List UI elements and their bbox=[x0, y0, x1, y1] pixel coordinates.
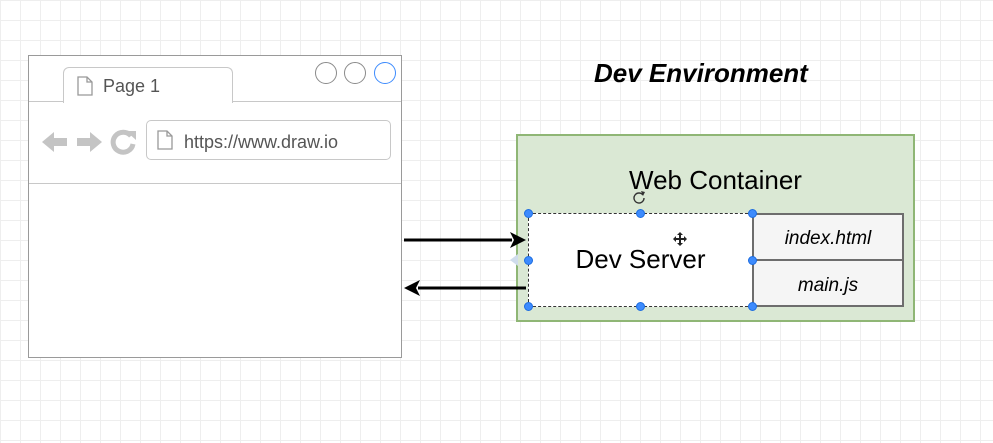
move-cursor-icon bbox=[673, 232, 687, 246]
url-bar[interactable] bbox=[146, 120, 391, 160]
file-main-js[interactable] bbox=[752, 259, 904, 307]
resize-handle-s[interactable] bbox=[636, 302, 645, 311]
resize-handle-se[interactable] bbox=[748, 302, 757, 311]
browser-divider bbox=[29, 183, 401, 184]
window-close-button[interactable] bbox=[374, 62, 396, 84]
document-icon bbox=[77, 76, 93, 96]
resize-handle-w[interactable] bbox=[524, 256, 533, 265]
resize-handle-n[interactable] bbox=[636, 209, 645, 218]
reload-icon[interactable] bbox=[109, 127, 139, 157]
arrow-browser-to-server bbox=[404, 232, 526, 248]
dev-server-label: Dev Server bbox=[575, 244, 706, 274]
file-label-main-js: main.js bbox=[797, 275, 859, 296]
web-container-label: Web Container bbox=[629, 165, 802, 195]
forward-arrow-icon[interactable] bbox=[74, 127, 104, 157]
connect-hint-icon[interactable] bbox=[508, 253, 520, 267]
rotate-handle-icon[interactable] bbox=[632, 190, 646, 204]
connection-arrows bbox=[404, 232, 526, 296]
diagram-title[interactable]: Dev Environment bbox=[594, 58, 808, 88]
browser-window[interactable] bbox=[28, 55, 402, 358]
url-text: https://www.draw.io bbox=[184, 132, 339, 152]
dev-server-box[interactable] bbox=[528, 213, 753, 307]
back-arrow-icon[interactable] bbox=[40, 127, 70, 157]
resize-handle-sw[interactable] bbox=[524, 302, 533, 311]
window-maximize-button[interactable] bbox=[344, 62, 366, 84]
window-minimize-button[interactable] bbox=[315, 62, 337, 84]
file-label-index-html: index.html bbox=[784, 228, 872, 249]
resize-handle-ne[interactable] bbox=[748, 209, 757, 218]
resize-handle-e[interactable] bbox=[748, 256, 757, 265]
tab-label: Page 1 bbox=[103, 76, 161, 96]
document-icon bbox=[157, 130, 173, 150]
resize-handle-nw[interactable] bbox=[524, 209, 533, 218]
arrow-server-to-browser bbox=[404, 280, 526, 296]
